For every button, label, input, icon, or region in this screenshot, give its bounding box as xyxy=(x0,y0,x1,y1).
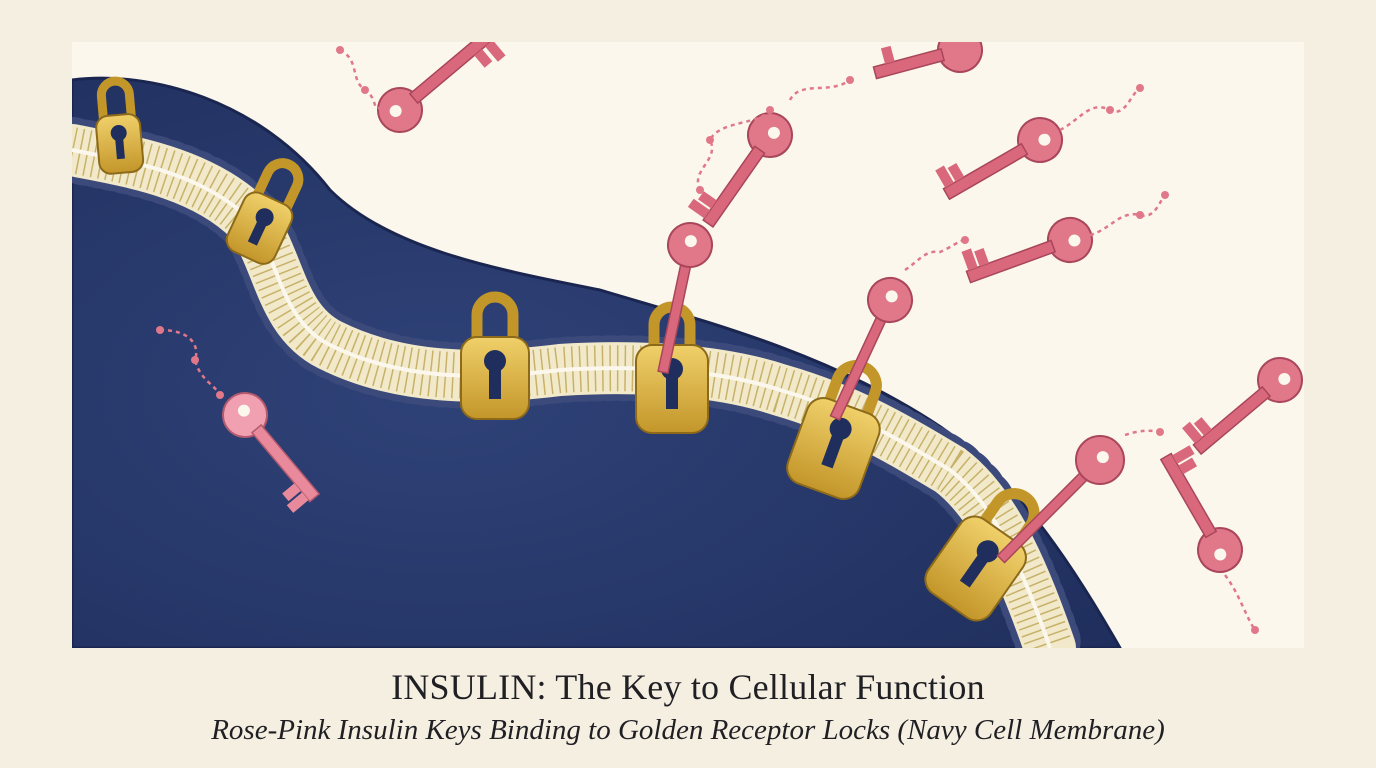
key-icon xyxy=(935,117,1063,201)
padlock-icon xyxy=(460,291,530,420)
key-icon xyxy=(222,392,321,513)
peptide-beads xyxy=(156,46,1259,634)
key-icon xyxy=(996,435,1125,564)
key-icon xyxy=(1159,445,1243,573)
key-icon xyxy=(961,217,1093,284)
key-icon xyxy=(687,112,793,228)
key-icon xyxy=(1182,357,1303,456)
figure-subtitle: Rose-Pink Insulin Keys Binding to Golden… xyxy=(211,714,1165,746)
figure-title: INSULIN: The Key to Cellular Function xyxy=(391,667,985,707)
padlock-icon xyxy=(95,76,145,175)
key-icon xyxy=(829,277,913,421)
key-icon xyxy=(872,42,983,80)
key-icon xyxy=(657,222,713,375)
padlock-icon xyxy=(225,158,304,265)
key-icon xyxy=(377,42,506,133)
